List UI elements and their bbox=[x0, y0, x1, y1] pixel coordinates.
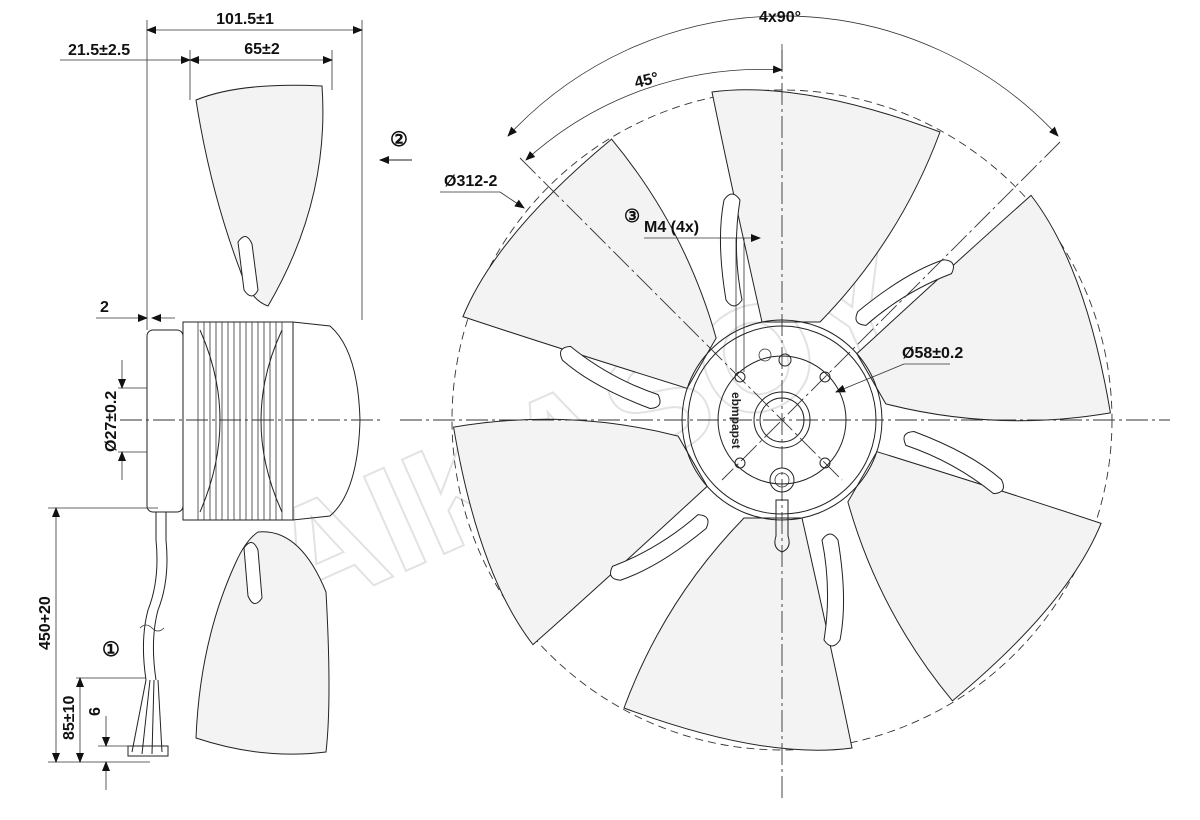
dim-shaft-diameter: Ø27±0.2 bbox=[103, 391, 120, 452]
callout-airflow: ② bbox=[390, 129, 408, 151]
dim-cable-length: 450+20 bbox=[37, 596, 54, 650]
blade-root-outline bbox=[199, 329, 283, 513]
dim-angle-pattern: 4x90° bbox=[759, 9, 801, 26]
impeller-blade-slot bbox=[855, 259, 954, 326]
cable bbox=[142, 512, 168, 681]
hub-outer bbox=[681, 319, 883, 521]
cable-leads bbox=[127, 679, 169, 757]
side-lower-blade bbox=[195, 531, 330, 755]
m4-holes bbox=[734, 371, 831, 469]
dim-angle-offset: 45° bbox=[633, 70, 661, 92]
cable-gland bbox=[769, 467, 795, 493]
front-view: ebmpapst 4x90° 45° Ø312-2 ③ M4 (4x) Ø58±… bbox=[379, 9, 1170, 800]
impeller-blade-slot bbox=[560, 345, 661, 410]
dim-bolt-circle: Ø58±0.2 bbox=[902, 345, 963, 362]
m4-hole bbox=[819, 457, 831, 469]
side-view: 101.5±1 21.5±2.5 65±2 2 Ø27±0.2 450+20 8… bbox=[37, 11, 380, 790]
hub-face bbox=[717, 355, 847, 485]
dim-blade-depth: 65±2 bbox=[244, 41, 280, 58]
m4-hole bbox=[734, 371, 746, 383]
callout-thread-number: ③ bbox=[624, 206, 640, 226]
dim-hub-offset: 21.5±2.5 bbox=[68, 42, 130, 59]
callout-cable: ① bbox=[102, 639, 120, 661]
dim-impeller-diameter: Ø312-2 bbox=[444, 173, 497, 190]
m4-hole bbox=[734, 457, 746, 469]
m4-hole bbox=[819, 371, 831, 383]
stator-fins bbox=[197, 322, 283, 520]
impeller-blade-slot bbox=[610, 514, 709, 581]
dim-lead-length: 85±10 bbox=[61, 696, 78, 740]
impeller-blade-slot bbox=[903, 430, 1004, 495]
side-upper-blade bbox=[195, 84, 324, 307]
hub-brand-label: ebmpapst bbox=[729, 392, 743, 449]
rotation-mark bbox=[758, 348, 772, 362]
impeller-blade bbox=[847, 451, 1102, 702]
impeller-blade bbox=[462, 138, 717, 389]
impeller-blade-slot bbox=[821, 533, 845, 647]
shaft-bore bbox=[759, 397, 805, 443]
cable-exit bbox=[774, 499, 790, 553]
impeller-blade bbox=[623, 517, 853, 751]
shaft-bore-outer bbox=[753, 391, 811, 449]
side-upper-blade-slot bbox=[237, 236, 259, 297]
balance-hole bbox=[778, 353, 792, 367]
impeller-blade-slot bbox=[719, 193, 743, 307]
side-lower-blade-slot bbox=[243, 542, 263, 604]
dim-strip-length: 6 bbox=[87, 707, 104, 716]
dim-overall-depth: 101.5±1 bbox=[216, 11, 274, 28]
dim-flange: 2 bbox=[100, 299, 109, 316]
hub-ring bbox=[687, 325, 877, 515]
motor-flange bbox=[146, 329, 184, 513]
cable-break bbox=[139, 624, 165, 632]
callout-thread-label: M4 (4x) bbox=[644, 219, 699, 236]
cable-gland-inner bbox=[774, 472, 790, 488]
